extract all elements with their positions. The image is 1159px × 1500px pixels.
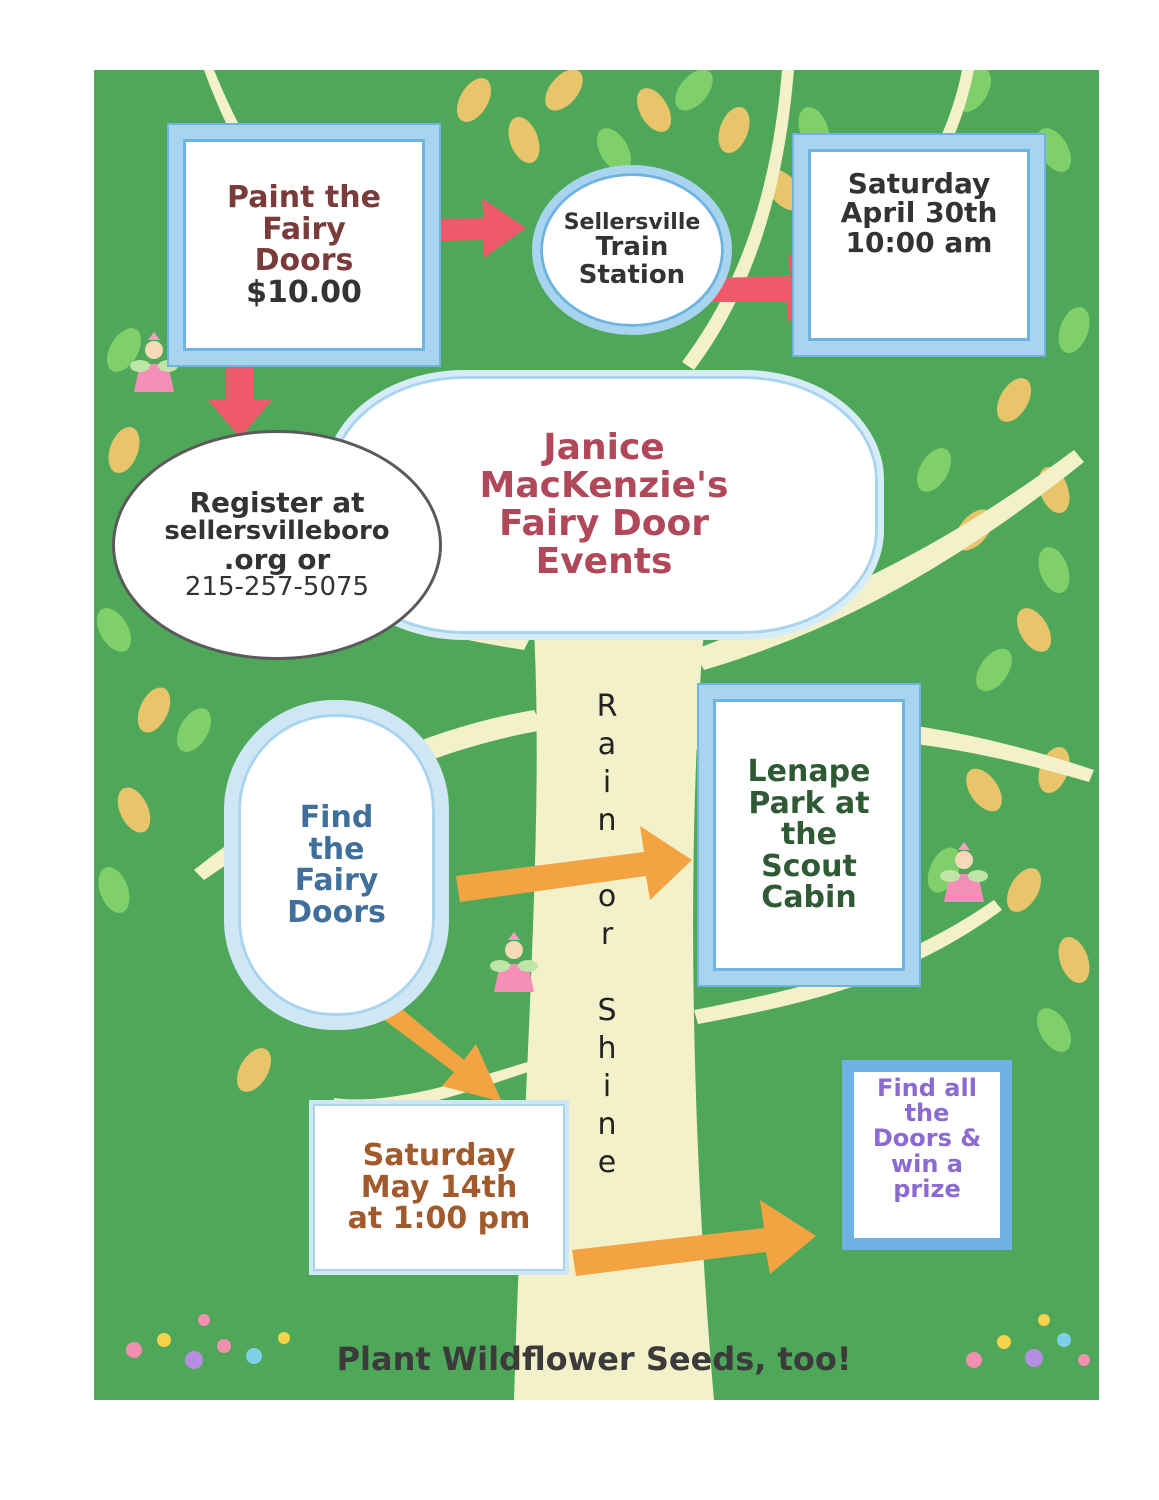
- station-line-1: Sellersville: [563, 210, 701, 236]
- rain-letter: e: [597, 1145, 617, 1180]
- park-line-2: Park at: [748, 785, 870, 821]
- register-url-1: sellersvilleboro: [164, 515, 390, 546]
- rain-letter: h: [597, 1031, 617, 1066]
- flower-icons: [126, 1314, 1090, 1369]
- date2-line-1: Saturday: [362, 1138, 516, 1174]
- park-line-4: Scout: [761, 848, 857, 884]
- date1-line-1: Saturday: [847, 167, 991, 200]
- register-phone: 215-257-5075: [184, 572, 370, 603]
- rain-letter: n: [597, 803, 617, 838]
- paint-price: $10.00: [246, 274, 362, 310]
- rain-letter: a: [597, 727, 617, 762]
- date2-line-2: May 14th: [360, 1169, 518, 1205]
- title-line-3: Fairy Door: [499, 503, 709, 544]
- date1-line-3: 10:00 am: [845, 225, 993, 259]
- station-badge: Sellersville Train Station: [532, 165, 732, 335]
- prize-line-4: win a: [890, 1149, 964, 1178]
- prize-line-2: the: [904, 1099, 950, 1128]
- rain-letter: R: [596, 689, 618, 724]
- rain-letter: o: [597, 879, 617, 914]
- date2-line-3: at 1:00 pm: [347, 1201, 531, 1237]
- title-line-4: Events: [535, 540, 673, 582]
- rain-or-shine: R a i n o r S h i n e: [592, 688, 622, 1182]
- rain-letter: i: [602, 1069, 612, 1104]
- title-line-1: Janice: [543, 427, 665, 469]
- park-line-5: Cabin: [761, 880, 857, 916]
- park-line-3: the: [780, 817, 838, 853]
- park-line-1: Lenape: [747, 754, 871, 790]
- date1-line-2: April 30th: [840, 196, 998, 230]
- find-doors-oval: Find the Fairy Doors: [224, 700, 449, 1030]
- rain-letter: i: [602, 765, 612, 800]
- find-line-4: Doors: [287, 894, 386, 930]
- footer-text: Plant Wildflower Seeds, too!: [336, 1340, 852, 1378]
- paint-line-1: Paint the: [227, 180, 381, 215]
- poster: Janice MacKenzie's Fairy Door Events Pai…: [94, 70, 1099, 1400]
- rain-letter: [592, 840, 622, 878]
- date-april-box: Saturday April 30th 10:00 am: [794, 135, 1044, 355]
- register-line-1: Register at: [189, 486, 365, 520]
- find-line-2: the: [308, 831, 365, 867]
- paint-line-2: Fairy: [262, 211, 346, 247]
- date-may-box: Saturday May 14th at 1:00 pm: [309, 1100, 569, 1275]
- prize-line-1: Find all: [877, 1074, 977, 1102]
- lenape-park-box: Lenape Park at the Scout Cabin: [699, 685, 919, 985]
- station-line-3: Station: [578, 259, 686, 290]
- title-line-2: MacKenzie's: [479, 465, 729, 507]
- rain-letter: n: [597, 1107, 617, 1142]
- paint-line-3: Doors: [254, 243, 354, 278]
- register-bubble: Register at sellersvilleboro .org or 215…: [112, 430, 442, 660]
- prize-line-3: Doors &: [872, 1124, 982, 1153]
- rain-letter: [592, 954, 622, 992]
- station-line-2: Train: [595, 232, 669, 263]
- register-url-2: .org or: [223, 543, 331, 576]
- paint-doors-box: Paint the Fairy Doors $10.00: [169, 125, 439, 365]
- find-line-1: Find: [299, 800, 374, 835]
- prize-box: Find all the Doors & win a prize: [842, 1060, 1012, 1250]
- prize-line-5: prize: [893, 1174, 961, 1203]
- rain-letter: S: [597, 993, 617, 1028]
- find-line-3: Fairy: [294, 863, 379, 898]
- rain-letter: r: [600, 917, 614, 952]
